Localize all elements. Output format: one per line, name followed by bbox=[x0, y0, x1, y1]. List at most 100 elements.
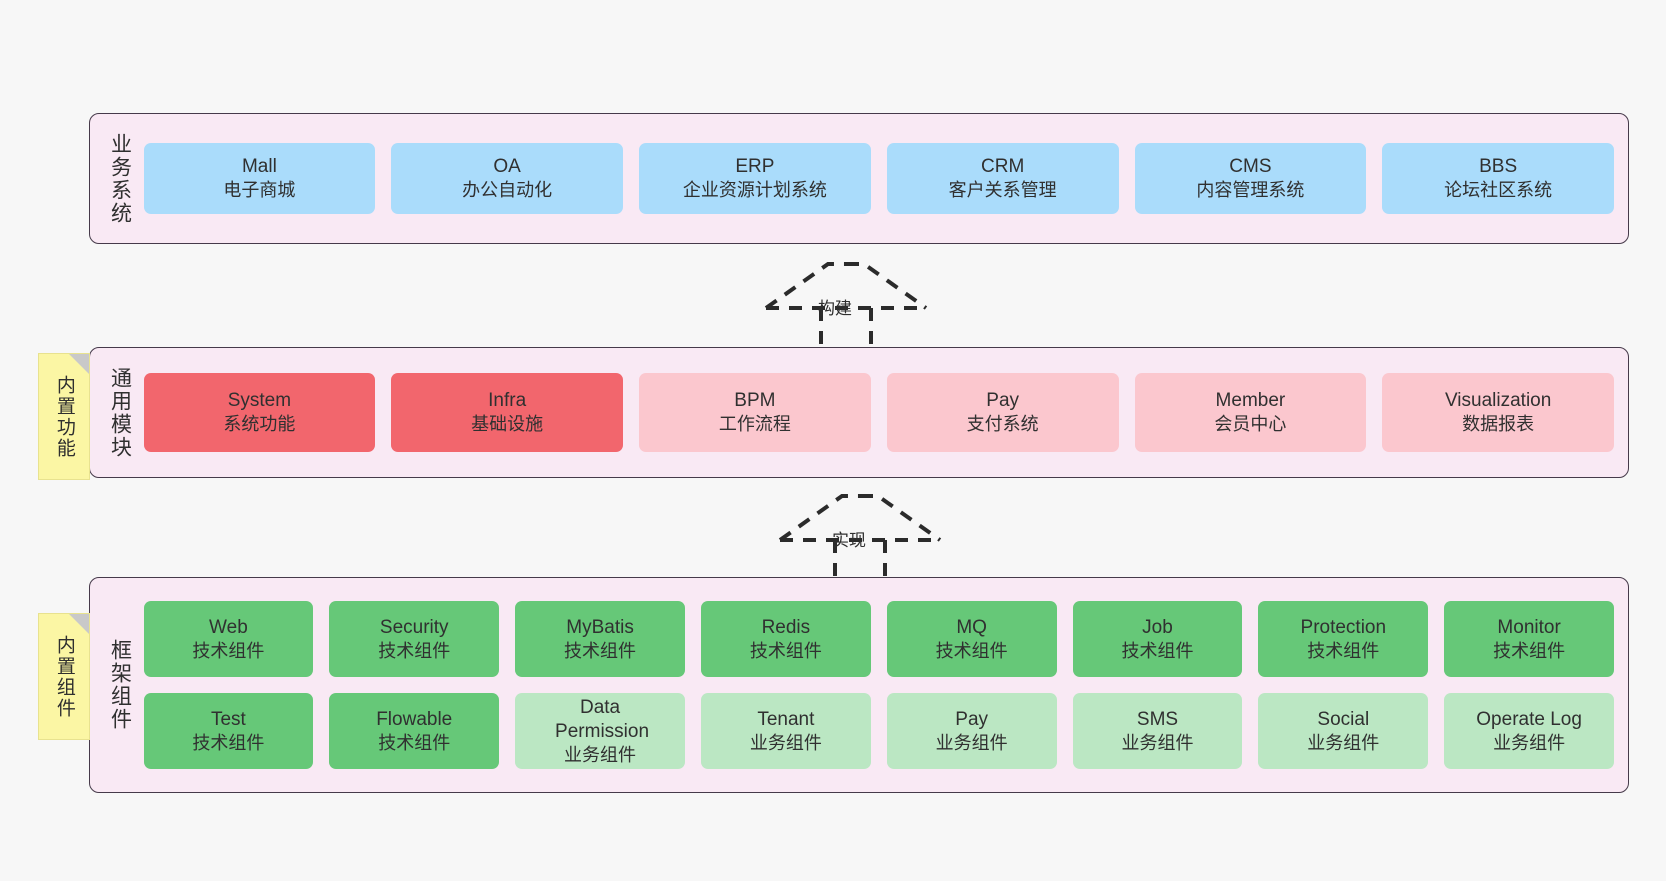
box-member-title: Member bbox=[1215, 390, 1286, 412]
box-test-subtitle: 技术组件 bbox=[192, 732, 265, 753]
note-builtin-component: 内置组件 bbox=[38, 613, 90, 740]
box-member[interactable]: Member 会员中心 bbox=[1134, 373, 1367, 452]
box-monitor-title: Monitor bbox=[1497, 616, 1561, 638]
box-bpm[interactable]: BPM 工作流程 bbox=[639, 373, 871, 452]
box-flowable-subtitle: 技术组件 bbox=[378, 732, 451, 753]
note-fold-icon bbox=[69, 614, 89, 634]
box-social-subtitle: 业务组件 bbox=[1307, 732, 1380, 753]
box-pay-component-title: Pay bbox=[955, 708, 989, 730]
box-cms-title: CMS bbox=[1229, 156, 1272, 178]
box-data-permission[interactable]: Data Permission 业务组件 bbox=[515, 693, 685, 769]
arrow-implement: 实现 bbox=[772, 490, 948, 578]
box-cms-subtitle: 内容管理系统 bbox=[1196, 180, 1305, 201]
box-job-subtitle: 技术组件 bbox=[1121, 640, 1194, 661]
box-web-subtitle: 技术组件 bbox=[192, 640, 265, 661]
layer-framework-component-label: 框架组件 bbox=[108, 639, 132, 731]
layer-common-module-body: System 系统功能 Infra 基础设施 BPM 工作流程 Pay 支付系统… bbox=[143, 348, 1615, 477]
box-pay-subtitle: 支付系统 bbox=[966, 414, 1039, 435]
note-fold-icon bbox=[69, 354, 89, 374]
box-infra-title: Infra bbox=[488, 390, 527, 412]
box-operate-log-subtitle: 业务组件 bbox=[1493, 732, 1566, 753]
box-pay-title: Pay bbox=[986, 390, 1020, 412]
layer-business-system-body: Mall 电子商城 OA 办公自动化 ERP 企业资源计划系统 CRM 客户关系… bbox=[143, 114, 1615, 243]
box-security-title: Security bbox=[379, 616, 449, 638]
layer-common-module-label: 通用模块 bbox=[108, 366, 132, 459]
note-builtin-function: 内置功能 bbox=[38, 353, 90, 480]
box-test[interactable]: Test 技术组件 bbox=[143, 693, 314, 769]
box-job[interactable]: Job 技术组件 bbox=[1072, 601, 1243, 677]
box-bpm-title: BPM bbox=[734, 390, 776, 412]
box-mybatis-title: MyBatis bbox=[566, 616, 634, 638]
box-monitor[interactable]: Monitor 技术组件 bbox=[1444, 601, 1615, 677]
box-bbs[interactable]: BBS 论坛社区系统 bbox=[1382, 143, 1615, 214]
box-mall[interactable]: Mall 电子商城 bbox=[143, 143, 376, 214]
box-bbs-subtitle: 论坛社区系统 bbox=[1444, 180, 1553, 201]
layer-framework-component-row-1: Web 技术组件 Security 技术组件 MyBatis 技术组件 Redi… bbox=[143, 601, 1615, 677]
layer-framework-component-row-2: Test 技术组件 Flowable 技术组件 Data Permission … bbox=[143, 693, 1615, 769]
layer-framework-component-body: Web 技术组件 Security 技术组件 MyBatis 技术组件 Redi… bbox=[143, 578, 1615, 792]
box-erp[interactable]: ERP 企业资源计划系统 bbox=[639, 143, 871, 214]
box-sms-title: SMS bbox=[1136, 708, 1179, 730]
box-job-title: Job bbox=[1142, 616, 1173, 638]
note-builtin-function-text: 内置功能 bbox=[53, 374, 75, 459]
box-web[interactable]: Web 技术组件 bbox=[143, 601, 314, 677]
note-builtin-component-text: 内置组件 bbox=[53, 634, 75, 719]
arrow-build: 构建 bbox=[758, 258, 934, 346]
box-redis[interactable]: Redis 技术组件 bbox=[700, 601, 871, 677]
box-visualization-title: Visualization bbox=[1444, 390, 1552, 412]
layer-business-system-row: Mall 电子商城 OA 办公自动化 ERP 企业资源计划系统 CRM 客户关系… bbox=[143, 143, 1615, 214]
box-test-title: Test bbox=[210, 708, 246, 730]
arrow-build-head-right bbox=[846, 262, 928, 310]
box-system[interactable]: System 系统功能 bbox=[143, 373, 376, 452]
box-pay-component-subtitle: 业务组件 bbox=[935, 732, 1008, 753]
box-protection[interactable]: Protection 技术组件 bbox=[1258, 601, 1429, 677]
box-social[interactable]: Social 业务组件 bbox=[1258, 693, 1429, 769]
layer-common-module: 通用模块 System 系统功能 Infra 基础设施 BPM 工作流程 Pay… bbox=[89, 347, 1629, 478]
box-operate-log-title: Operate Log bbox=[1476, 708, 1582, 730]
box-mall-subtitle: 电子商城 bbox=[223, 180, 296, 201]
box-sms[interactable]: SMS 业务组件 bbox=[1072, 693, 1243, 769]
box-mall-title: Mall bbox=[241, 156, 277, 178]
box-bbs-title: BBS bbox=[1479, 156, 1518, 178]
box-oa[interactable]: OA 办公自动化 bbox=[391, 143, 624, 214]
box-system-title: System bbox=[227, 390, 292, 412]
arrow-build-label: 构建 bbox=[818, 299, 852, 318]
box-mq[interactable]: MQ 技术组件 bbox=[886, 601, 1057, 677]
box-visualization-subtitle: 数据报表 bbox=[1462, 414, 1535, 435]
box-oa-title: OA bbox=[493, 156, 521, 178]
box-tenant-subtitle: 业务组件 bbox=[749, 732, 822, 753]
box-system-subtitle: 系统功能 bbox=[223, 414, 296, 435]
arrow-implement-head-right bbox=[860, 494, 942, 542]
box-web-title: Web bbox=[209, 616, 248, 638]
arrow-build-head-left bbox=[764, 262, 846, 310]
box-flowable-title: Flowable bbox=[376, 708, 453, 730]
box-protection-title: Protection bbox=[1300, 616, 1387, 638]
box-crm-subtitle: 客户关系管理 bbox=[948, 180, 1057, 201]
box-monitor-subtitle: 技术组件 bbox=[1493, 640, 1566, 661]
box-operate-log[interactable]: Operate Log 业务组件 bbox=[1444, 693, 1615, 769]
box-pay-component[interactable]: Pay 业务组件 bbox=[886, 693, 1057, 769]
box-security-subtitle: 技术组件 bbox=[378, 640, 451, 661]
box-erp-subtitle: 企业资源计划系统 bbox=[682, 180, 827, 201]
layer-common-module-row: System 系统功能 Infra 基础设施 BPM 工作流程 Pay 支付系统… bbox=[143, 373, 1615, 452]
box-crm[interactable]: CRM 客户关系管理 bbox=[886, 143, 1119, 214]
box-pay[interactable]: Pay 支付系统 bbox=[886, 373, 1119, 452]
box-infra[interactable]: Infra 基础设施 bbox=[391, 373, 624, 452]
arrow-implement-label: 实现 bbox=[832, 531, 866, 550]
box-redis-title: Redis bbox=[761, 616, 811, 638]
box-oa-subtitle: 办公自动化 bbox=[462, 180, 553, 201]
box-protection-subtitle: 技术组件 bbox=[1307, 640, 1380, 661]
box-flowable[interactable]: Flowable 技术组件 bbox=[329, 693, 500, 769]
box-redis-subtitle: 技术组件 bbox=[749, 640, 822, 661]
box-mq-subtitle: 技术组件 bbox=[935, 640, 1008, 661]
box-security[interactable]: Security 技术组件 bbox=[329, 601, 500, 677]
layer-framework-component: 框架组件 Web 技术组件 Security 技术组件 MyBatis 技术组件… bbox=[89, 577, 1629, 793]
box-cms[interactable]: CMS 内容管理系统 bbox=[1134, 143, 1367, 214]
box-mybatis[interactable]: MyBatis 技术组件 bbox=[515, 601, 685, 677]
box-tenant[interactable]: Tenant 业务组件 bbox=[700, 693, 871, 769]
layer-business-system: 业务系统 Mall 电子商城 OA 办公自动化 ERP 企业资源计划系统 CRM… bbox=[89, 113, 1629, 244]
layer-business-system-label: 业务系统 bbox=[108, 132, 132, 225]
box-visualization[interactable]: Visualization 数据报表 bbox=[1382, 373, 1615, 452]
box-member-subtitle: 会员中心 bbox=[1214, 414, 1287, 435]
